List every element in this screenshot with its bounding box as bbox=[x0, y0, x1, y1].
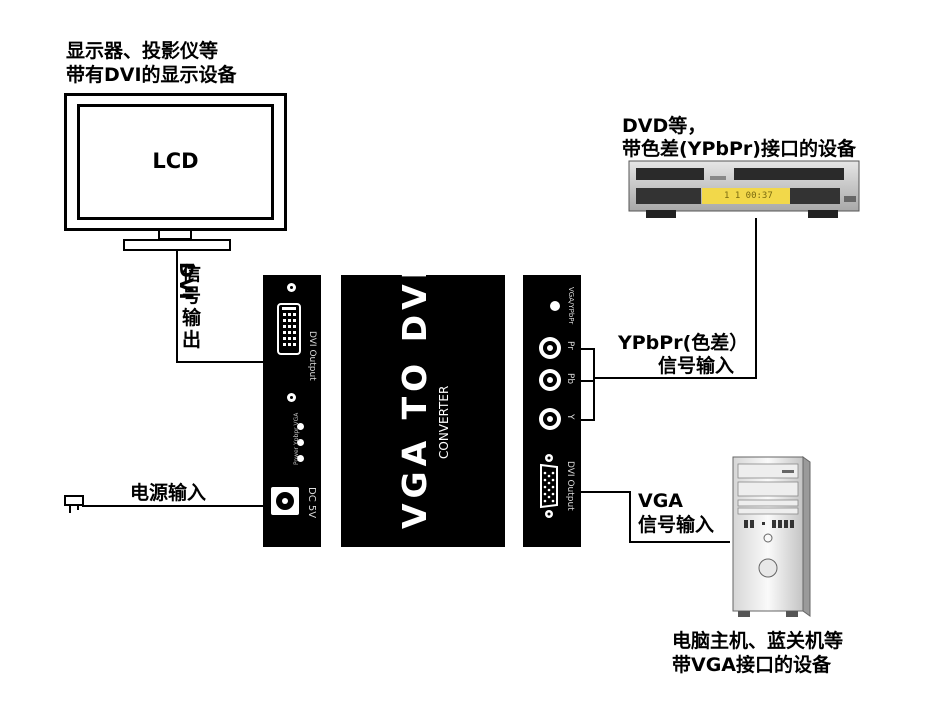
vga-cable-horizontal-bottom bbox=[629, 541, 730, 543]
dvd-display-text: 1 1 00:37 bbox=[724, 191, 773, 201]
dvi-label-char-2: 号 bbox=[182, 285, 202, 307]
power-cable bbox=[82, 505, 282, 507]
vga-input-line2: 信号输入 bbox=[638, 514, 715, 536]
dvi-port bbox=[277, 303, 301, 355]
mode-label: VGA/YPbPr bbox=[567, 287, 575, 325]
monitor-caption-line1: 显示器、投影仪等 bbox=[66, 40, 219, 62]
ypbpr-bracket-mid bbox=[581, 380, 594, 382]
ypbpr-input-line1: YPbPr(色差） bbox=[618, 332, 749, 354]
monitor-caption-line2: 带有DVI的显示设备 bbox=[66, 64, 237, 86]
monitor-screen-label: LCD bbox=[152, 149, 199, 173]
power-input-label: 电源输入 bbox=[130, 482, 207, 504]
ypbpr-bracket-bottom bbox=[581, 419, 594, 421]
ypbpr-input-line2: 信号输入 bbox=[658, 355, 735, 377]
led-vga bbox=[297, 423, 304, 430]
dvi-label-char-4: 出 bbox=[182, 329, 202, 351]
y-label: Y bbox=[565, 414, 575, 420]
converter-subtitle: CONVERTER bbox=[437, 385, 451, 459]
pc-tower bbox=[732, 456, 812, 622]
y-jack bbox=[539, 408, 561, 430]
dvi-port-screw-bottom bbox=[287, 393, 296, 402]
ypbpr-cable-horizontal bbox=[593, 377, 757, 379]
right-panel-vga-label: DVI Output bbox=[565, 461, 575, 511]
monitor: LCD bbox=[64, 93, 287, 231]
monitor-stand bbox=[123, 239, 231, 251]
dvd-caption-line2: 带色差(YPbPr)接口的设备 bbox=[622, 138, 856, 160]
vga-port bbox=[537, 453, 561, 519]
dvi-cable-horizontal bbox=[176, 361, 281, 363]
ypbpr-cable-vertical bbox=[755, 218, 757, 379]
vga-cable-vertical bbox=[629, 491, 631, 543]
converter-left-panel: DVI Output Power Ypbpr VGA DC 5V bbox=[263, 275, 321, 547]
pb-label: Pb bbox=[565, 373, 575, 385]
pc-caption-line1: 电脑主机、蓝关机等 bbox=[672, 630, 844, 652]
led-power bbox=[297, 455, 304, 462]
mode-button[interactable] bbox=[550, 301, 560, 311]
dc-power-jack bbox=[271, 487, 299, 515]
pc-caption-line2: 带VGA接口的设备 bbox=[672, 654, 832, 676]
ypbpr-bracket-vertical bbox=[593, 348, 595, 421]
vga-input-line1: VGA bbox=[638, 490, 684, 512]
converter-center-panel: VGA TO DVI CONVERTER bbox=[341, 262, 505, 547]
pr-label: Pr bbox=[565, 341, 575, 350]
dvd-caption-line1: DVD等， bbox=[622, 115, 707, 137]
pb-jack bbox=[539, 369, 561, 391]
converter-right-panel: VGA/YPbPr Pr Pb Y DVI Output bbox=[523, 275, 581, 547]
dvi-port-screw-top bbox=[287, 283, 296, 292]
ypbpr-bracket-top bbox=[581, 348, 594, 350]
left-panel-port-label: DVI Output bbox=[307, 331, 317, 381]
monitor-screen: LCD bbox=[77, 104, 274, 220]
left-panel-power-label: DC 5V bbox=[306, 487, 317, 519]
dvd-player: 1 1 00:37 bbox=[628, 160, 860, 218]
vga-cable-horizontal-top bbox=[581, 491, 631, 493]
dvi-label-char-3: 输 bbox=[182, 307, 202, 329]
dvi-cable-vertical bbox=[176, 251, 178, 362]
converter-title: VGA TO DVI bbox=[395, 262, 434, 529]
led-labels: Power Ypbpr VGA bbox=[293, 412, 300, 465]
pr-jack bbox=[539, 337, 561, 359]
power-plug-icon bbox=[62, 493, 86, 513]
led-ypbpr bbox=[297, 439, 304, 446]
dvi-label-char-1: 信 bbox=[182, 263, 202, 285]
